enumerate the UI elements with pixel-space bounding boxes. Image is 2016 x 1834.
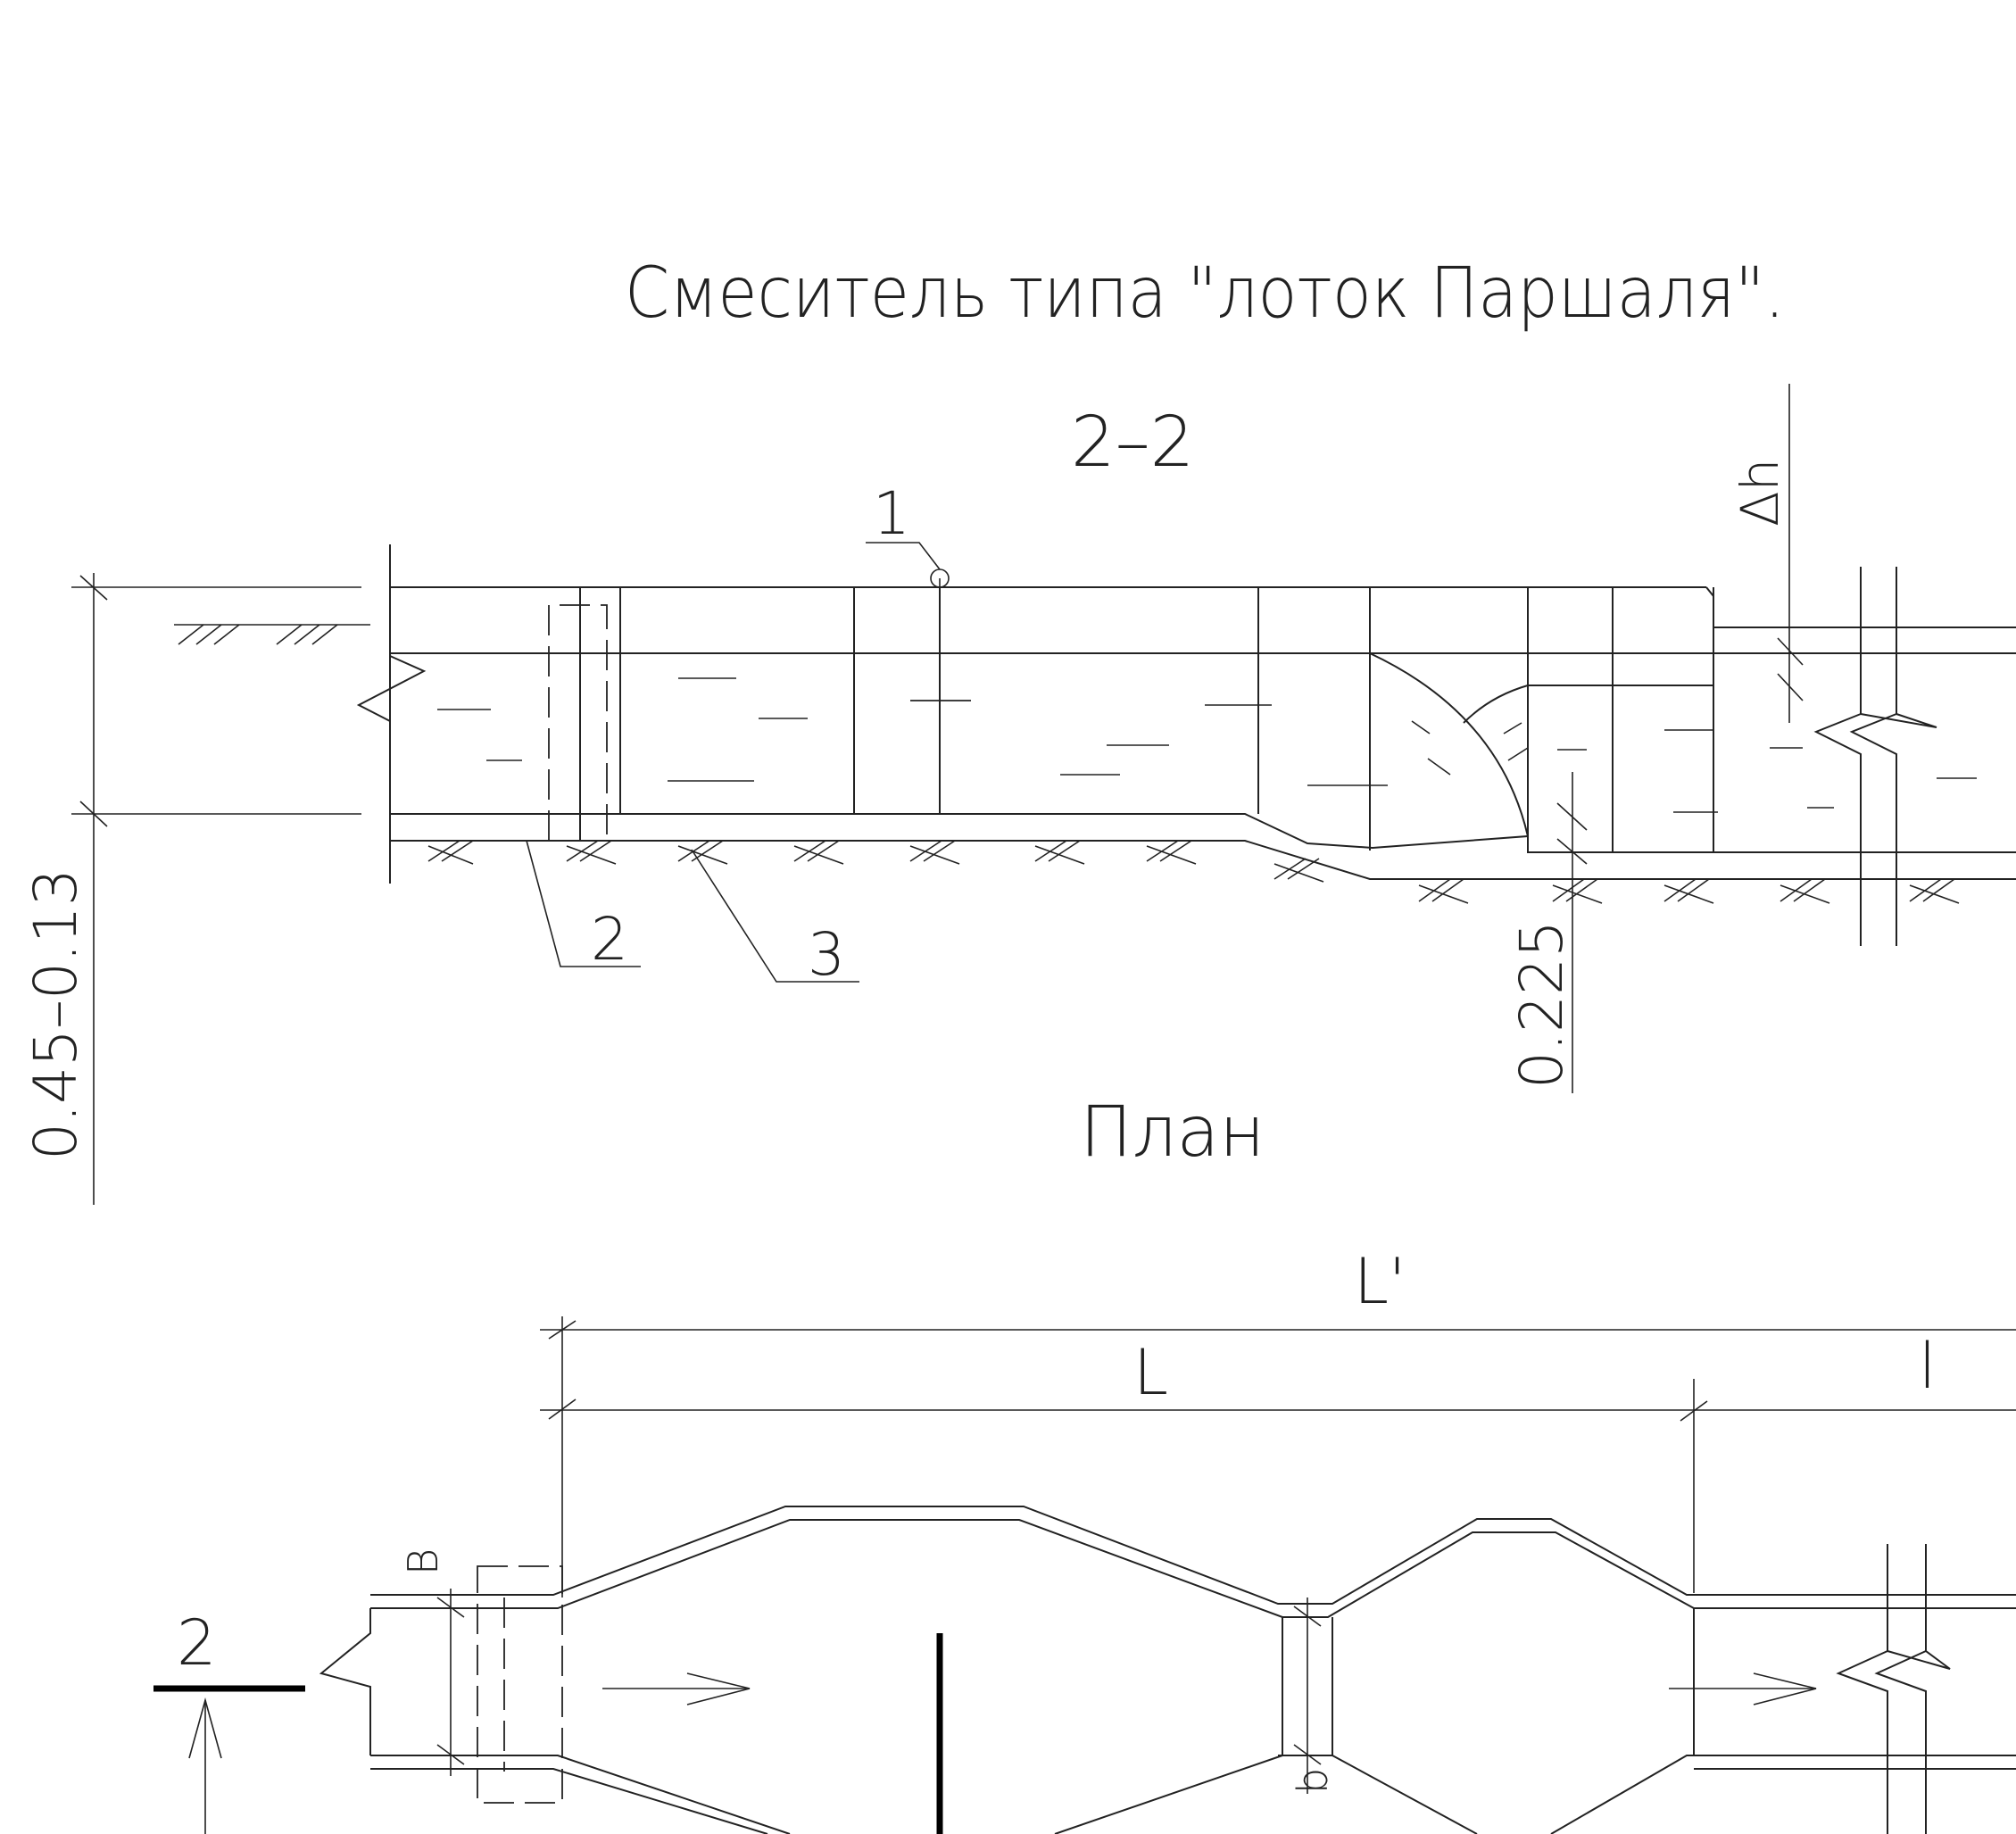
plan-label: План [1080,1092,1265,1173]
flow-arrow-1 [602,1672,751,1705]
depth-dimension: 0.45–0.13 [21,573,361,1205]
section-cut-mark: 2 [153,1606,305,1834]
break-line-section [1813,567,1937,946]
flume-walls-plan [319,1506,2016,1834]
dim-l: l [1919,1330,1936,1403]
callout-1: 1 [866,479,950,588]
dh-dimension: ∆h [1730,384,1804,723]
plan-dimensions: L' L l [540,1245,2016,1597]
section-cut-text: 2 [177,1606,217,1680]
drop-dim-text: 0.225 [1507,920,1576,1089]
soil-hatch [427,840,1960,904]
dim-B: B [399,1548,447,1575]
flow-arrow-2 [1669,1672,1817,1705]
drawing-title: Смеситель типа "лоток Паршаля". [625,253,1785,334]
callout-2: 2 [526,840,641,974]
gate-plan [477,1565,563,1804]
section-2-2: 2–2 0.45–0.13 [21,384,2016,1205]
section-label: 2–2 [1071,402,1194,483]
dim-L-total: L' [1354,1245,1406,1318]
plan-view: План L' L l [153,1092,2016,1834]
callout-3: 3 [691,849,859,989]
callout-2-text: 2 [591,905,628,974]
callout-1-text: 1 [873,479,910,548]
dim-L: L [1133,1336,1168,1409]
depth-dim-text: 0.45–0.13 [21,868,90,1160]
break-line-plan [1836,1544,1951,1834]
ground-surface-hatch [174,624,370,645]
callout-3-text: 3 [808,920,845,989]
channel-section [356,544,2016,884]
dim-b-group: b [1289,1597,1337,1794]
dim-B-group: B [399,1548,465,1776]
dh-dim-text: ∆h [1730,459,1790,527]
dim-b: b [1289,1768,1337,1794]
drop-dimension: 0.225 [1507,772,1588,1093]
